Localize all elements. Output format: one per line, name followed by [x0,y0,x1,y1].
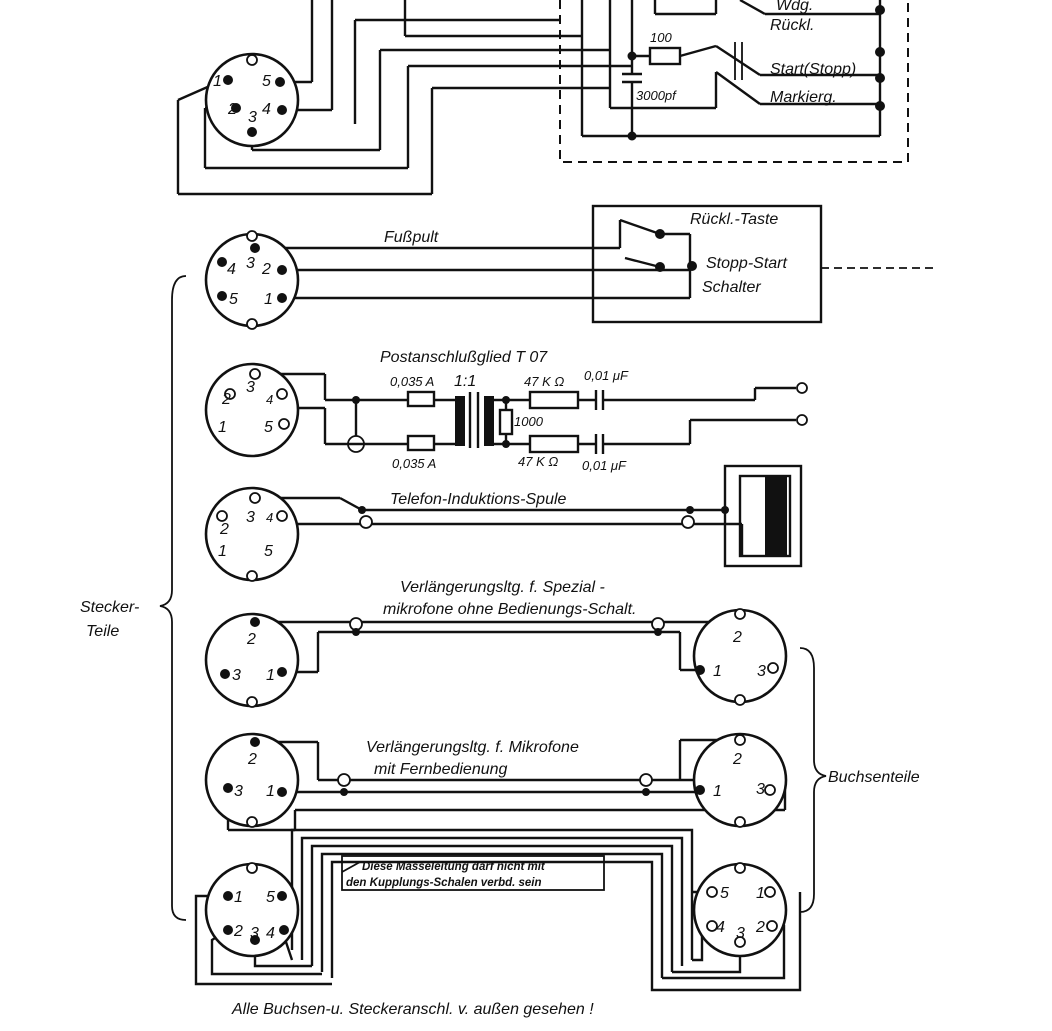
capacitor-label: 0,01 μF [584,368,629,383]
pin-label: 1 [264,291,273,308]
switch-label: Rückl. [770,17,814,34]
ground-group: 1 5 2 3 4 5 1 4 3 2 Diese Masseleitung d… [194,828,802,992]
socket-special [692,608,788,704]
pin-label: 5 [264,419,273,436]
plug-parts-label: Teile [86,623,119,640]
pin-label: 2 [246,631,256,648]
ratio-label: 1:1 [454,373,476,390]
pin-label: 1 [234,889,243,906]
pin-label: 2 [732,751,742,768]
pin-label: 4 [266,392,273,407]
pin-label: 4 [262,101,271,118]
footswitch-box [591,204,823,324]
socket-parts-brace [799,647,827,913]
pin-label: 2 [732,629,742,646]
ground-note: Diese Masseleitung darf nicht mit [362,861,546,873]
ground-note: den Kupplungs-Schalen verbd. sein [346,877,542,889]
fuse-label: 0,035 A [392,456,436,471]
pin-label: 2 [221,391,231,408]
telephone-coil-group: 3 4 2 1 5 Telefon-Induktions-Spule [204,464,803,582]
footswitch-line: Schalter [702,279,761,296]
pin-label: 3 [756,781,765,798]
pin-label: 3 [246,379,255,396]
ext-remote-title: mit Fernbedienung [374,761,508,778]
fuse-label: 0,035 A [390,374,434,389]
plug-parts-brace [159,275,187,921]
connector-post [204,362,300,458]
ext-special-title: Verlängerungsltg. f. Spezial - [400,579,605,596]
pin-label: 5 [262,73,271,90]
telephone-coil-title: Telefon-Induktions-Spule [390,491,567,508]
pin-label: 2 [261,261,271,278]
footswitch-line: Rückl.-Taste [690,211,778,228]
coil-box [723,464,803,568]
pin-label: 2 [233,923,243,940]
pin-label: 1 [218,543,227,560]
pin-label: 3 [246,255,255,272]
pin-label: 1 [218,419,227,436]
top-circuit: 1 2 3 4 5 Wdg. Rückl. Start(Stopp) Marki… [176,0,909,196]
pin-label: 5 [266,889,275,906]
pin-label: 2 [247,751,257,768]
pin-label: 3 [248,109,257,126]
pin-label: 5 [720,885,729,902]
footswitch-title: Fußpult [384,229,439,246]
pin-label: 5 [229,291,238,308]
pin-label: 3 [246,509,255,526]
resistor-label: 100 [650,30,672,45]
pin-label: 4 [266,925,275,942]
pin-label: 1 [713,663,722,680]
pin-label: 5 [264,543,273,560]
pin-label: 4 [266,510,273,525]
footswitch-line: Stopp-Start [706,255,787,272]
pin-label: 3 [232,667,241,684]
pin-label: 2 [219,521,229,538]
ext-special-group: 2 3 1 2 1 3 Verlängerungsltg. f. Spezial… [204,579,788,708]
ext-remote-group: 2 3 1 2 1 3 Verlängerungsltg. f. Mikrofo… [204,732,788,832]
pin-label: 1 [266,667,275,684]
plug-parts-label: Stecker- [80,599,139,616]
pin-label: 4 [227,261,236,278]
pin-label: 4 [716,919,725,936]
dashed-enclosure [559,0,909,163]
plug-special [204,612,300,708]
pin-label: 3 [250,925,259,942]
pin-label: 1 [266,783,275,800]
pin-label: 2 [755,919,765,936]
pin-label: 1 [213,73,222,90]
footer-note: Alle Buchsen-u. Steckeranschl. v. außen … [231,1001,594,1018]
plug-remote [204,732,300,828]
pin-label: 3 [736,925,745,942]
resistor-label: 1000 [514,414,544,429]
socket-remote [692,732,788,828]
post-connector-group: 2 3 4 1 5 Postanschlußglied T 07 0,035 A… [204,349,808,473]
switch-label: Markierg. [770,89,837,106]
post-connector-title: Postanschlußglied T 07 [380,349,548,366]
pin-label: 3 [234,783,243,800]
resistor-label: 47 K Ω [524,374,564,389]
switch-label: Start(Stopp) [770,61,856,78]
switch-label: Wdg. [776,0,813,14]
capacitor-label: 0,01 μF [582,458,627,473]
socket-parts-label: Buchsenteile [828,769,920,786]
pin-label: 1 [713,783,722,800]
capacitor-label: 3000pf [636,88,677,103]
ext-remote-title: Verlängerungsltg. f. Mikrofone [366,739,579,756]
footswitch-group: 4 3 2 5 1 Fußpult Rückl.-Taste Stopp-Sta… [204,204,935,330]
ext-special-title: mikrofone ohne Bedienungs-Schalt. [383,601,637,618]
pin-label: 2 [227,101,237,118]
pin-label: 1 [756,885,765,902]
resistor-label: 47 K Ω [518,454,558,469]
pin-label: 3 [757,663,766,680]
